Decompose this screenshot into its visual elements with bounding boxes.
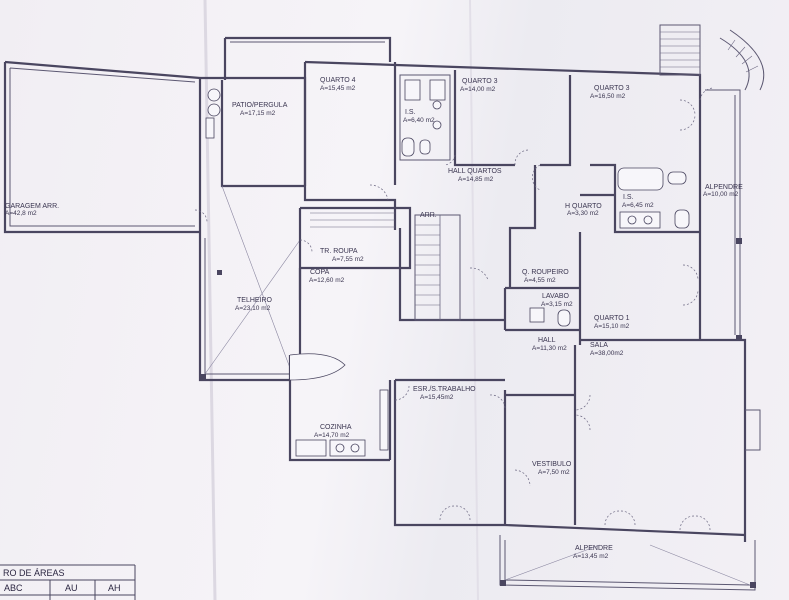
- room-area-alpendre1: A=10,00 m2: [703, 191, 739, 198]
- paper-fold-right: [469, 0, 479, 600]
- area-table: RO DE ÁREAS ABC AU AH: [0, 564, 136, 600]
- room-area-sala: A=38,00m2: [590, 350, 624, 357]
- room-area-h-quarto: A=3,30 m2: [567, 210, 599, 217]
- alpendre-bottom: [499, 535, 756, 591]
- room-name-sala: SALA: [590, 342, 608, 349]
- room-name-copa: COPA: [310, 269, 330, 276]
- room-area-lavabo: A=3,15 m2: [541, 301, 573, 308]
- room-name-q-roupeiro: Q. ROUPEIRO: [522, 269, 569, 276]
- garage-area: [3, 60, 201, 234]
- room-area-quarto3b: A=16,50 m2: [590, 93, 626, 100]
- room-name-quarto3b: QUARTO 3: [594, 85, 630, 92]
- area-table-col-abc: ABC: [4, 583, 23, 593]
- room-area-quarto3a: A=14,00 m2: [460, 86, 496, 93]
- room-area-quarto1: A=15,10 m2: [594, 323, 630, 330]
- room-area-vestibulo: A=7,50 m2: [538, 469, 570, 476]
- alpendre-right: [705, 89, 761, 451]
- room-area-hall: A=11,30 m2: [532, 345, 567, 352]
- room-name-esr: ESR./S.TRABALHO: [413, 386, 476, 393]
- room-name-quarto4: QUARTO 4: [320, 77, 356, 84]
- room-area-garagem: A=42,8 m2: [5, 210, 37, 217]
- room-labels: GARAGEM ARR. A=42,8 m2 PATIO/PERGULA A=1…: [5, 77, 743, 560]
- room-area-quarto4: A=15,45 m2: [320, 85, 356, 92]
- room-area-copa: A=12,60 m2: [309, 277, 345, 284]
- room-name-arr: ARR.: [420, 212, 437, 219]
- room-area-is2: A=6,45 m2: [622, 202, 654, 209]
- room-name-tr-roupa: TR. ROUPA: [320, 248, 358, 255]
- room-name-garagem: GARAGEM ARR.: [5, 203, 59, 210]
- house-walls: [288, 60, 747, 542]
- room-area-is1: A=6,40 m2: [403, 117, 435, 124]
- room-name-hall-quartos: HALL QUARTOS: [448, 168, 502, 175]
- room-area-tr-roupa: A=7,55 m2: [332, 256, 364, 263]
- area-table-col-ah: AH: [108, 583, 121, 593]
- internal-stairs: [310, 212, 461, 321]
- room-name-patio: PATIO/PERGULA: [232, 102, 288, 109]
- room-name-quarto3a: QUARTO 3: [462, 78, 498, 85]
- room-area-telheiro: A=23,10 m2: [235, 305, 271, 312]
- door-swings: [194, 87, 715, 531]
- room-area-alpendre2: A=13,45 m2: [573, 553, 609, 560]
- room-name-cozinha: COZINHA: [320, 424, 352, 431]
- area-table-col-au: AU: [65, 583, 78, 593]
- external-stairs: [659, 24, 765, 91]
- room-name-is1: I.S.: [405, 109, 416, 116]
- room-name-hall: HALL: [538, 337, 556, 344]
- room-name-lavabo: LAVABO: [542, 293, 570, 300]
- room-name-quarto1: QUARTO 1: [594, 315, 630, 322]
- telheiro-area: [198, 185, 301, 382]
- room-area-esr: A=15,45m2: [420, 394, 454, 401]
- room-name-vestibulo: VESTIBULO: [532, 461, 572, 468]
- room-name-h-quarto: H QUARTO: [565, 203, 602, 210]
- bathroom-fixtures: [289, 74, 690, 457]
- room-area-q-roupeiro: A=4,55 m2: [524, 277, 556, 284]
- room-name-telheiro: TELHEIRO: [237, 297, 273, 304]
- room-name-is2: I.S.: [623, 194, 634, 201]
- room-name-alpendre1: ALPENDRE: [705, 184, 743, 191]
- room-area-hall-quartos: A=14,85 m2: [458, 176, 494, 183]
- room-name-alpendre2: ALPENDRE: [575, 545, 613, 552]
- room-area-patio: A=17,15 m2: [240, 110, 276, 117]
- room-area-cozinha: A=14,70 m2: [314, 432, 350, 439]
- area-table-title: RO DE ÁREAS: [3, 568, 65, 578]
- paper-fold-left: [203, 0, 217, 600]
